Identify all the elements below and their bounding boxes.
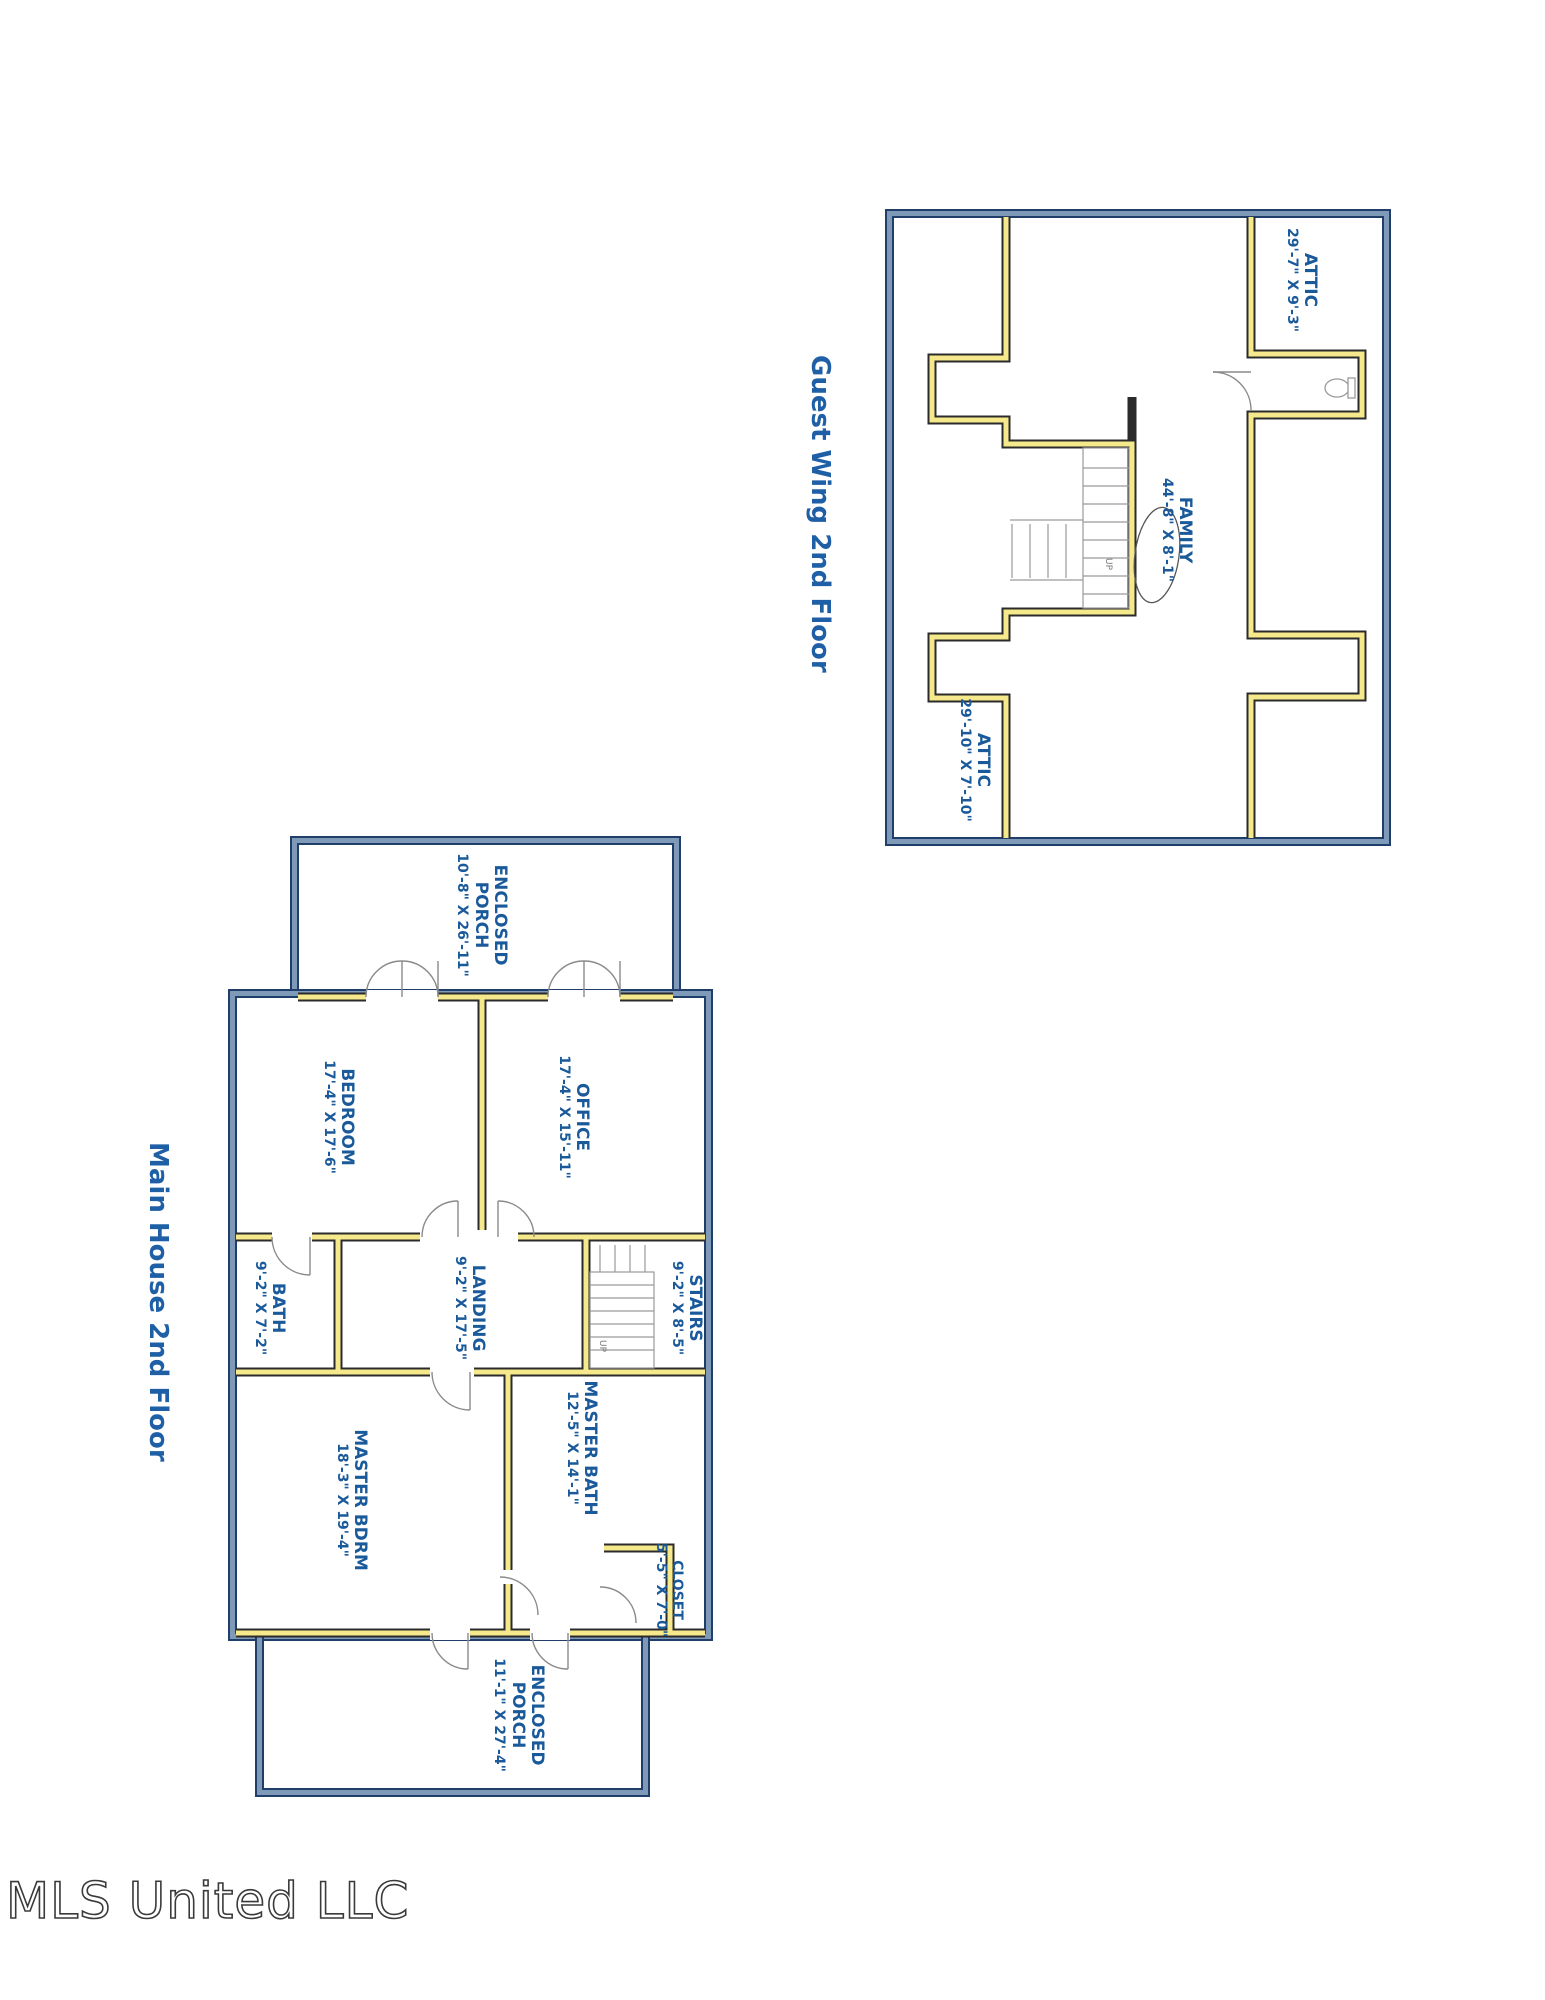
label-enclosed-porch-bottom: ENCLOSED PORCH 11'-1" X 27'-4" <box>491 1658 547 1772</box>
guest-wing-title: Guest Wing 2nd Floor <box>805 355 835 673</box>
label-enclosed-porch-top: ENCLOSED PORCH 10'-8" X 26'-11" <box>454 853 510 977</box>
label-bath: BATH 9'-2" X 7'-2" <box>252 1261 288 1355</box>
main-house-partitions <box>236 992 705 1638</box>
label-master-bath: MASTER BATH 12'-5" X 14'-1" <box>564 1380 600 1515</box>
office-dims: 17'-4" X 15'-11" <box>556 1055 572 1179</box>
family-dims: 44'-8" X 8'-1" <box>1159 478 1175 582</box>
guest-door <box>1212 371 1252 411</box>
label-master-bdrm: MASTER BDRM 18'-3" X 19'-4" <box>334 1429 370 1571</box>
enclosed-porch-bottom-dims: 11'-1" X 27'-4" <box>491 1658 507 1772</box>
office-name: OFFICE <box>572 1083 592 1151</box>
enclosed-porch-top-name-2: PORCH <box>471 882 491 949</box>
attic-top-name: ATTIC <box>1300 253 1320 307</box>
landing-dims: 9'-2" X 17'-5" <box>452 1256 468 1360</box>
handwritten-circle <box>1133 506 1181 604</box>
landing-name: LANDING <box>468 1265 488 1352</box>
family-name: FAMILY <box>1175 497 1195 564</box>
guest-stairs: UP <box>1010 447 1130 609</box>
label-stairs: STAIRS 9'-2" X 8'-5" <box>669 1261 705 1355</box>
bottom-porch-exterior-wall <box>255 1634 650 1797</box>
bedroom-dims: 17'-4" X 17'-6" <box>321 1060 337 1174</box>
master-bath-name: MASTER BATH <box>580 1380 600 1515</box>
main-stairs: UP <box>589 1245 655 1369</box>
main-house-doors <box>271 960 637 1670</box>
toilet-icon <box>1324 377 1356 399</box>
closet-name: CLOSET <box>669 1560 685 1620</box>
guest-wing-exterior-wall <box>885 209 1391 846</box>
main-house-title: Main House 2nd Floor <box>143 1142 173 1462</box>
guest-wing-partitions <box>927 217 1367 838</box>
enclosed-porch-top-name-1: ENCLOSED <box>490 865 510 966</box>
enclosed-porch-top-dims: 10'-8" X 26'-11" <box>454 853 470 977</box>
main-stairs-up-label: UP <box>597 1340 607 1353</box>
attic-bottom-name: ATTIC <box>973 733 993 787</box>
enclosed-porch-bottom-name-2: PORCH <box>508 1682 528 1749</box>
master-bdrm-name: MASTER BDRM <box>350 1429 370 1571</box>
bath-name: BATH <box>268 1283 288 1334</box>
master-bath-dims: 12'-5" X 14'-1" <box>564 1391 580 1505</box>
label-closet: CLOSET 5'-5" X 7'-0" <box>653 1543 685 1637</box>
attic-bottom-dims: 29'-10" X 7'-10" <box>957 698 973 822</box>
master-bdrm-dims: 18'-3" X 19'-4" <box>334 1443 350 1557</box>
label-family: FAMILY 44'-8" X 8'-1" <box>1159 478 1195 582</box>
label-attic-bottom: ATTIC 29'-10" X 7'-10" <box>957 698 993 822</box>
closet-dims: 5'-5" X 7'-0" <box>653 1543 669 1637</box>
guest-stairs-up-label: UP <box>1103 558 1113 571</box>
guest-wing-plan: UP ATTIC 29'-7" X 9'-3" FAMILY 44'-8" X … <box>805 209 1391 846</box>
stairs-name: STAIRS <box>685 1274 705 1341</box>
label-bedroom: BEDROOM 17'-4" X 17'-6" <box>321 1060 357 1174</box>
enclosed-porch-bottom-name-1: ENCLOSED <box>527 1665 547 1766</box>
label-attic-top: ATTIC 29'-7" X 9'-3" <box>1284 228 1320 332</box>
mls-watermark: MLS United LLC <box>5 1871 410 1931</box>
label-office: OFFICE 17'-4" X 15'-11" <box>556 1055 592 1179</box>
label-landing: LANDING 9'-2" X 17'-5" <box>452 1256 488 1360</box>
bedroom-name: BEDROOM <box>337 1068 357 1166</box>
attic-top-dims: 29'-7" X 9'-3" <box>1284 228 1300 332</box>
main-house-plan: UP ENCLOSED PORCH 10'-8" X 26'-11" BEDRO… <box>143 836 713 1797</box>
stairs-dims: 9'-2" X 8'-5" <box>669 1261 685 1355</box>
bath-dims: 9'-2" X 7'-2" <box>252 1261 268 1355</box>
